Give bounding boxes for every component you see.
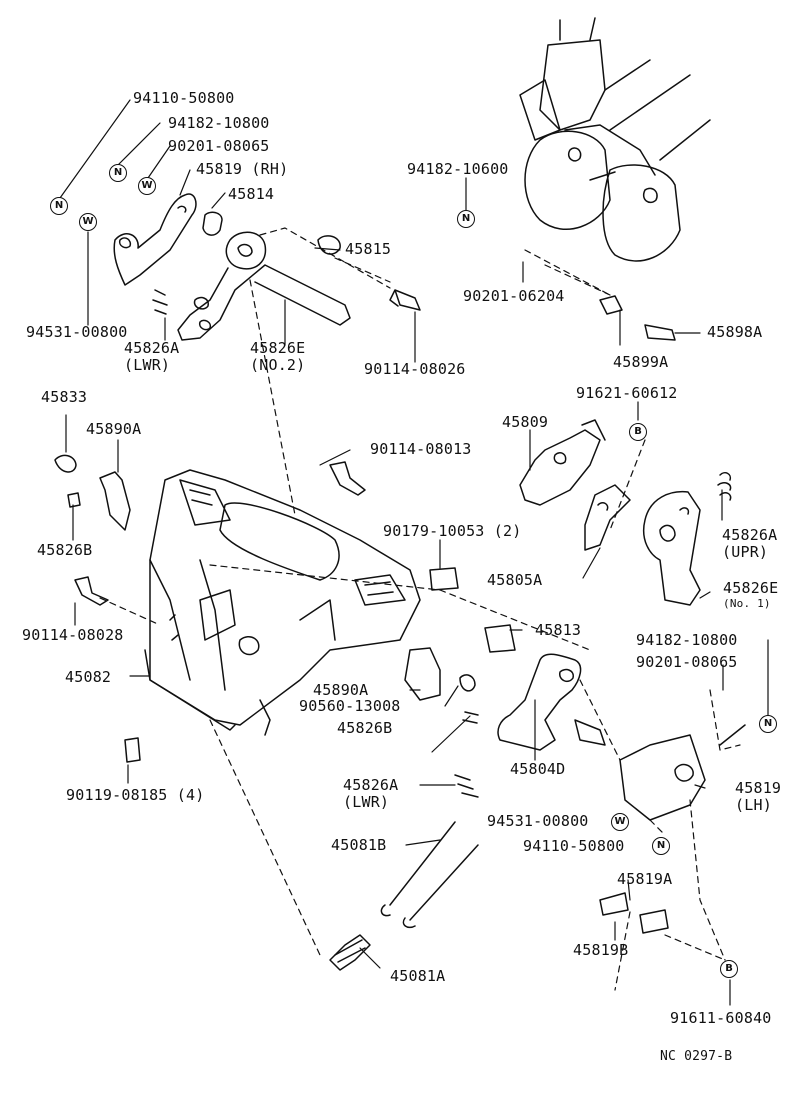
part-label-45899a: 45899A: [613, 353, 669, 371]
part-label-45815: 45815: [345, 240, 392, 258]
cables-drawing: [329, 821, 479, 971]
part-label-45826a-lwr: 45826A (LWR): [124, 340, 179, 374]
part-label-45898a: 45898A: [707, 323, 763, 341]
part-number: 45826A: [343, 776, 399, 794]
part-qualifier: (NO.2): [250, 356, 306, 374]
part-label-45814: 45814: [228, 185, 275, 203]
part-label-90114-08013: 90114-08013: [370, 440, 472, 458]
part-label-90119-08185: 90119-08185 (4): [66, 786, 205, 804]
part-label-90201-08065: 90201-08065: [168, 137, 270, 155]
steering-column-drawing: [519, 17, 711, 262]
part-label-91621-60612: 91621-60612: [576, 384, 678, 402]
fasteners-drawing: [54, 454, 366, 763]
part-label-90560-13008: 90560-13008: [299, 697, 401, 715]
part-label-45081a: 45081A: [390, 967, 446, 985]
part-label-45826a-upr: 45826A (UPR): [722, 527, 777, 561]
part-label-90179-10053: 90179-10053 (2): [383, 522, 522, 540]
right-components-drawing: [404, 295, 746, 934]
part-label-94110-50800-right: 94110-50800: [523, 837, 625, 855]
diagram-code: NC 0297-B: [660, 1049, 733, 1064]
part-label-45890a-mid: 45890A: [313, 681, 369, 699]
part-label-45826a-lwr-mid: 45826A (LWR): [343, 777, 398, 811]
bolt-marker: B: [629, 423, 647, 441]
part-label-45081b: 45081B: [331, 836, 387, 854]
part-qualifier: (No. 1): [723, 597, 771, 610]
part-label-91611-60840: 91611-60840: [670, 1009, 772, 1027]
part-label-94531-00800: 94531-00800: [26, 323, 128, 341]
nut-marker: N: [652, 837, 670, 855]
part-label-90114-08026: 90114-08026: [364, 360, 466, 378]
part-label-90201-06204: 90201-06204: [463, 287, 565, 305]
part-number: 45819: [735, 779, 782, 797]
part-label-94182-10600: 94182-10600: [407, 160, 509, 178]
part-number: 45826E: [723, 579, 779, 597]
part-label-45826b: 45826B: [37, 541, 93, 559]
part-label-45805a: 45805A: [487, 571, 543, 589]
nut-marker: N: [109, 164, 127, 182]
part-label-45890a: 45890A: [86, 420, 142, 438]
part-qualifier: (LWR): [343, 793, 390, 811]
part-number: 45826A: [722, 526, 778, 544]
leader-lines: [59, 99, 769, 1006]
part-qualifier: (LH): [735, 796, 772, 814]
part-label-45826e-no1: 45826E (No. 1): [723, 579, 779, 611]
part-label-45826e-no2: 45826E (NO.2): [250, 340, 305, 374]
part-label-45082: 45082: [65, 668, 112, 686]
part-label-94182-10800-right: 94182-10800: [636, 631, 738, 649]
part-label-90201-08065-right: 90201-08065: [636, 653, 738, 671]
part-label-45826b-mid: 45826B: [337, 719, 393, 737]
washer-marker: W: [611, 813, 629, 831]
part-qualifier: (UPR): [722, 543, 769, 561]
part-label-94531-00800-right: 94531-00800: [487, 812, 589, 830]
nut-marker: N: [759, 715, 777, 733]
part-number: 45826A: [124, 339, 180, 357]
part-label-45833: 45833: [41, 388, 88, 406]
part-label-45809: 45809: [502, 413, 549, 431]
main-bracket-drawing: [144, 469, 421, 736]
upper-lever-drawing: [113, 193, 421, 341]
part-label-45813: 45813: [535, 621, 582, 639]
nut-marker: N: [457, 210, 475, 228]
dashed-alignment-lines: [99, 227, 741, 991]
part-label-90114-08028: 90114-08028: [22, 626, 124, 644]
part-label-94182-10800: 94182-10800: [168, 114, 270, 132]
part-label-45819-lh: 45819 (LH): [735, 780, 781, 814]
washer-marker: W: [79, 213, 97, 231]
nut-marker: N: [50, 197, 68, 215]
part-label-45819b: 45819B: [573, 941, 629, 959]
part-label-45819a: 45819A: [617, 870, 673, 888]
part-label-45804d: 45804D: [510, 760, 566, 778]
part-qualifier: (LWR): [124, 356, 171, 374]
part-number: 45826E: [250, 339, 306, 357]
washer-marker: W: [138, 177, 156, 195]
part-label-45819-rh: 45819 (RH): [196, 160, 289, 178]
bolt-marker: B: [720, 960, 738, 978]
part-label-94110-50800: 94110-50800: [133, 89, 235, 107]
